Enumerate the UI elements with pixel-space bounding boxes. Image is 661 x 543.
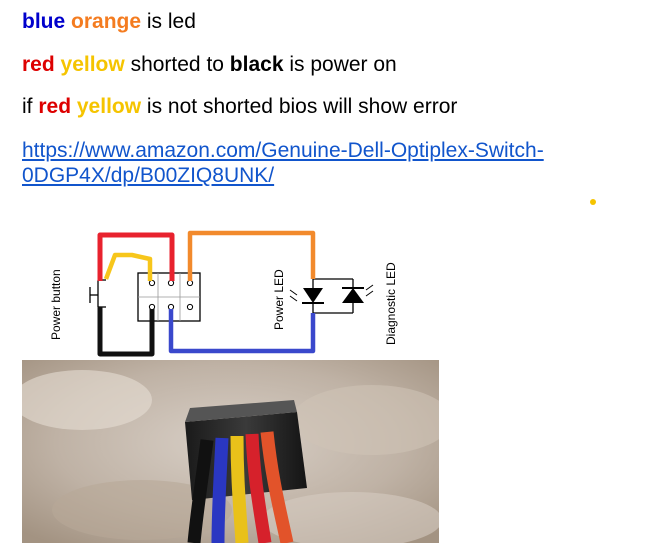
word-yellow-2: yellow bbox=[76, 95, 142, 118]
line2-rest: is power on bbox=[283, 53, 397, 76]
word-black: black bbox=[229, 53, 284, 76]
line3-pre: if bbox=[22, 95, 39, 118]
power-led-label: Power LED bbox=[272, 269, 286, 330]
red-wire bbox=[97, 232, 175, 281]
yellow-dot bbox=[590, 199, 596, 205]
diagnostic-led-diode-symbol bbox=[342, 284, 374, 303]
word-orange: orange bbox=[71, 10, 142, 33]
line1-rest: is led bbox=[141, 10, 196, 33]
instruction-line-power: red yellow shorted to black is power on bbox=[22, 52, 397, 78]
diagnostic-led-label: Diagnostic LED bbox=[384, 262, 398, 345]
word-yellow: yellow bbox=[60, 53, 125, 76]
black-wire bbox=[97, 307, 155, 357]
yellow-wire bbox=[103, 252, 153, 281]
amazon-product-link[interactable]: https://www.amazon.com/Genuine-Dell-Opti… bbox=[22, 139, 544, 187]
wiring-diagram: Power button Power LED Diagnostic LED bbox=[49, 230, 398, 357]
blue-wire bbox=[168, 309, 316, 354]
instruction-line-error: if red yellow is not shorted bios will s… bbox=[22, 94, 457, 120]
power-led-diode-symbol bbox=[289, 288, 324, 304]
line2-mid: shorted to bbox=[124, 53, 230, 76]
power-button-label: Power button bbox=[49, 269, 63, 340]
word-red-2: red bbox=[38, 95, 72, 118]
instruction-line-led: blue orange is led bbox=[22, 9, 196, 35]
led-circuit-lines bbox=[312, 278, 354, 314]
line3-rest: is not shorted bios will show error bbox=[141, 95, 458, 118]
power-button-switch-symbol bbox=[89, 279, 106, 308]
word-blue: blue bbox=[22, 10, 66, 33]
connector-photo bbox=[22, 360, 439, 543]
orange-wire bbox=[187, 230, 316, 281]
word-red: red bbox=[22, 53, 55, 76]
